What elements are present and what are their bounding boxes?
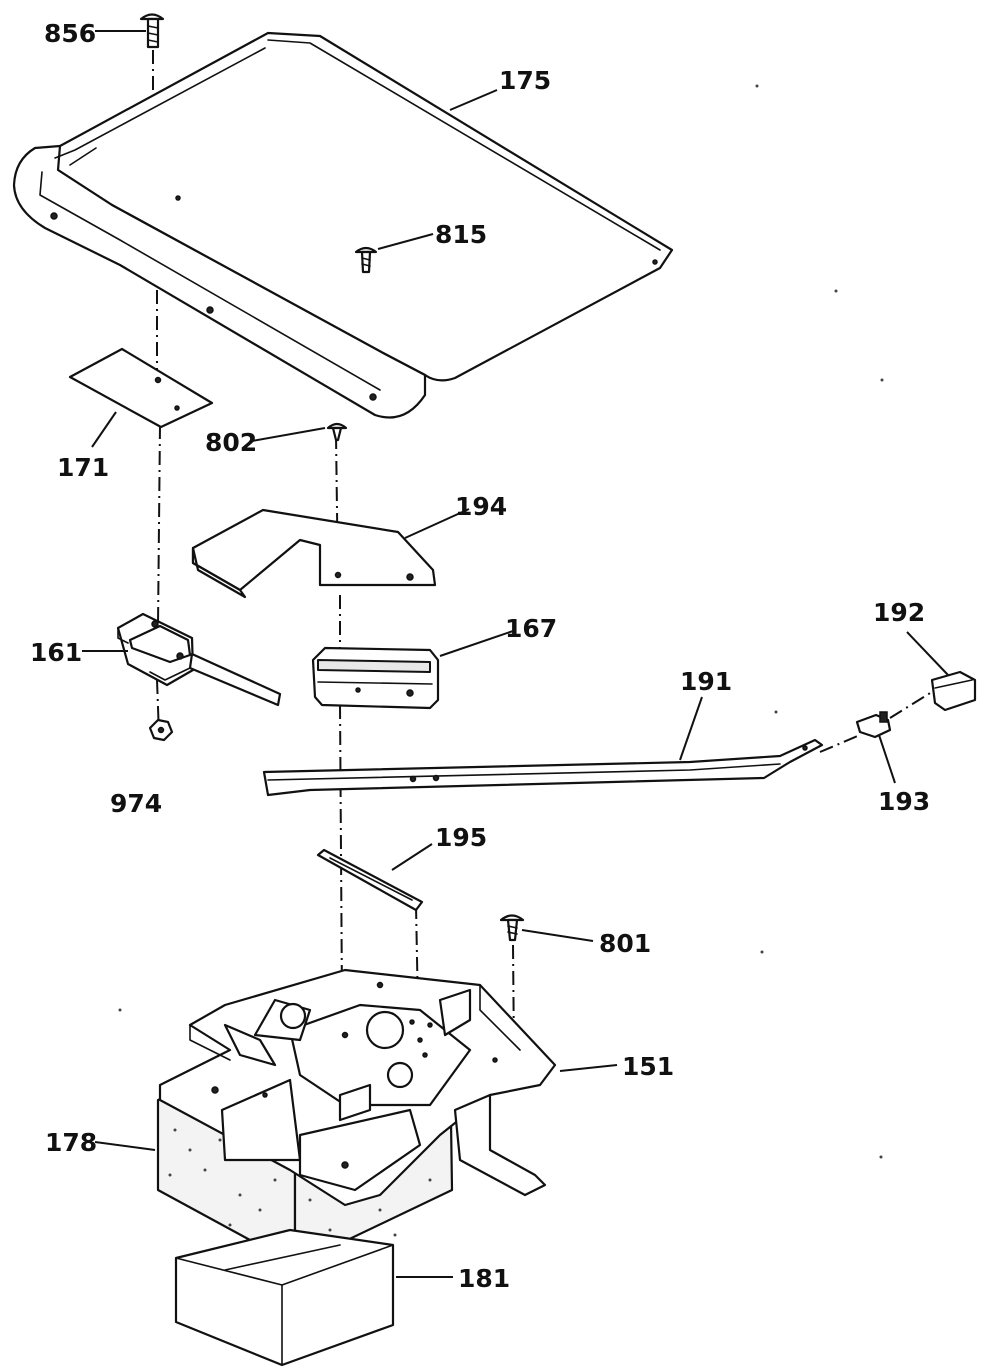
callout-974: 974 (110, 789, 162, 818)
part-151-main-frame[interactable] (158, 968, 557, 1207)
callout-815: 815 (435, 220, 487, 249)
part-191-lever-rod[interactable] (262, 738, 824, 797)
part-856-screw[interactable] (139, 13, 165, 49)
callout-191: 191 (680, 667, 732, 696)
callout-161: 161 (30, 638, 82, 667)
part-193-clip[interactable] (855, 711, 892, 739)
part-974-nut[interactable] (148, 718, 174, 742)
callout-195: 195 (435, 823, 487, 852)
callout-151: 151 (622, 1052, 674, 1081)
part-802-screw[interactable] (326, 422, 348, 442)
callout-171: 171 (57, 453, 109, 482)
part-815-screw[interactable] (354, 246, 378, 274)
part-195-shaft[interactable] (316, 848, 424, 912)
callout-labels: 856 175 815 171 802 194 161 167 192 191 … (30, 19, 930, 1293)
leader-lines (82, 30, 949, 1278)
callout-181: 181 (458, 1264, 510, 1293)
callout-802: 802 (205, 428, 257, 457)
callout-175: 175 (499, 66, 551, 95)
callout-167: 167 (505, 614, 557, 643)
part-181-magnet-block[interactable] (174, 1228, 395, 1367)
part-175-top-cover[interactable] (12, 31, 674, 419)
callout-801: 801 (599, 929, 651, 958)
part-161-switch[interactable] (116, 612, 282, 707)
callout-178: 178 (45, 1128, 97, 1157)
part-192-knob[interactable] (930, 670, 977, 712)
callout-194: 194 (455, 492, 507, 521)
part-194-bracket[interactable] (191, 508, 437, 599)
callout-856: 856 (44, 19, 96, 48)
callout-192: 192 (873, 598, 925, 627)
part-801-screw[interactable] (499, 914, 525, 942)
scan-specks (118, 84, 884, 1159)
callout-193: 193 (878, 787, 930, 816)
part-171-insulator-plate[interactable] (68, 347, 214, 429)
part-167-support-block[interactable] (311, 646, 440, 710)
